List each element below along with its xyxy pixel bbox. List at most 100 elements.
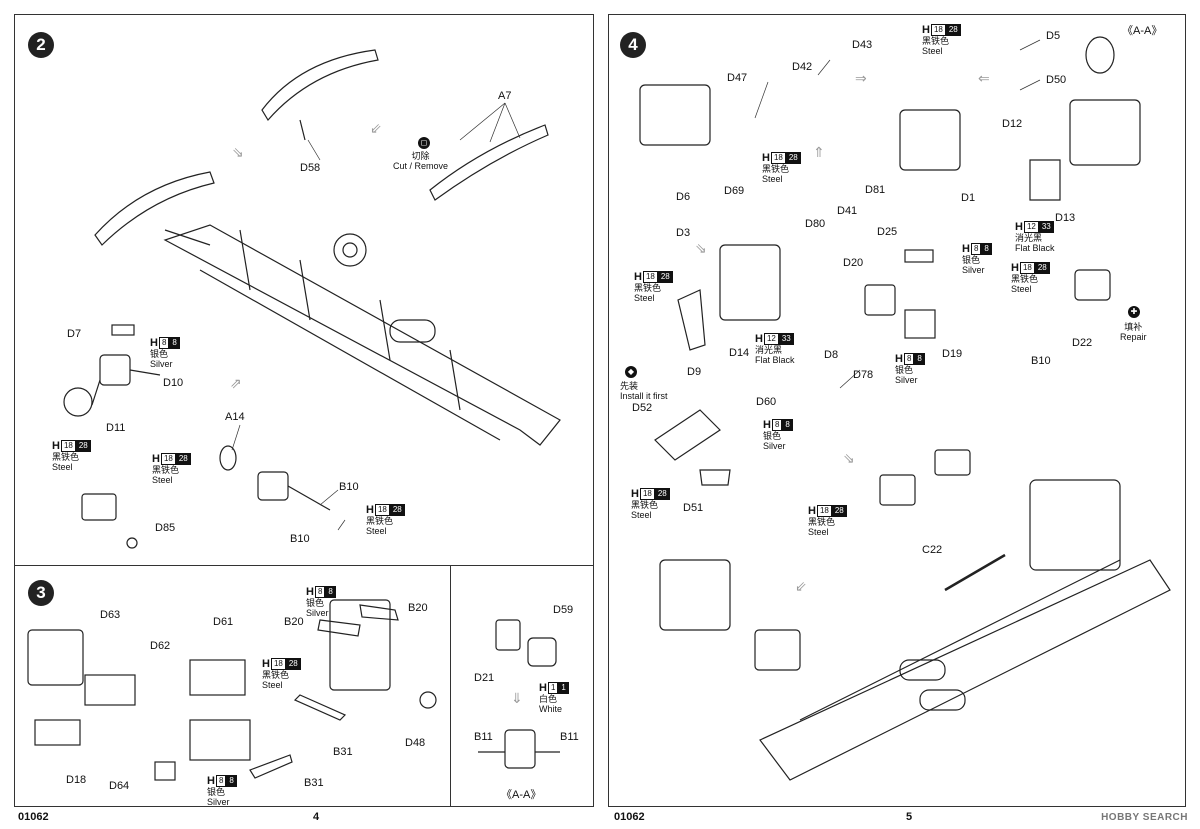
- part-label: D62: [150, 640, 171, 652]
- right-page: [608, 14, 1186, 807]
- d25-part: [904, 249, 934, 263]
- part-label: D61: [213, 616, 234, 628]
- part-label: B31: [333, 746, 353, 758]
- part-label: D78: [853, 369, 874, 381]
- step-divider: [14, 565, 594, 566]
- part-label: D9: [687, 366, 702, 378]
- move-arrow-icon: ⇓: [511, 690, 523, 706]
- part-label: D80: [805, 218, 826, 230]
- part-label: D51: [683, 502, 704, 514]
- move-arrow-icon: ⇒: [855, 70, 867, 86]
- repair-note: 填补 Repair: [1120, 322, 1147, 342]
- bumper-part: [429, 124, 549, 201]
- part-label: D42: [792, 61, 813, 73]
- engine-assembly: [1069, 99, 1141, 166]
- step-3-badge: 3: [28, 580, 54, 606]
- d19-part: [904, 309, 936, 339]
- part-label: D64: [109, 780, 130, 792]
- step-4-badge: 4: [620, 32, 646, 58]
- d22-part: [1074, 269, 1111, 301]
- engine-assembly: [639, 84, 711, 146]
- part-label: D6: [676, 191, 691, 203]
- part-label: D58: [300, 162, 321, 174]
- part-label: D20: [843, 257, 864, 269]
- chassis-frame: [759, 559, 1171, 781]
- part-label: D69: [724, 185, 745, 197]
- section-part: [504, 729, 536, 769]
- part-label: A7: [498, 90, 512, 102]
- c22-driveshaft: [944, 553, 1006, 592]
- product-code: 01062: [614, 811, 645, 823]
- d63-part: [27, 629, 84, 686]
- part-label: B31: [304, 777, 324, 789]
- d7-part: [111, 324, 135, 336]
- part-label: D10: [163, 377, 184, 389]
- b20-part: [317, 619, 361, 637]
- section-title: 《A-A》: [1122, 25, 1163, 37]
- engine-part: [333, 233, 367, 267]
- page-number: 5: [906, 811, 913, 823]
- part-label: B20: [284, 616, 304, 628]
- part-label: D59: [553, 604, 574, 616]
- move-arrow-icon: ⇘: [843, 450, 855, 466]
- part-label: D85: [155, 522, 176, 534]
- move-arrow-icon: ⇙: [795, 578, 807, 594]
- intake-part: [189, 719, 251, 761]
- d51-part: [699, 469, 731, 486]
- part-label: D63: [100, 609, 121, 621]
- part-label: D12: [1002, 118, 1023, 130]
- move-arrow-icon: ⇙: [370, 120, 382, 136]
- part-label: D50: [1046, 74, 1067, 86]
- move-arrow-icon: ⇘: [695, 240, 707, 256]
- d64-part: [154, 761, 176, 781]
- section-label: 《A-A》: [501, 789, 542, 801]
- product-code: 01062: [18, 811, 49, 823]
- part-label: D52: [632, 402, 653, 414]
- part-label: D1: [961, 192, 976, 204]
- d52-part: [654, 409, 721, 461]
- part-label: A14: [225, 411, 245, 423]
- engine-transmission: [1029, 479, 1121, 571]
- b31-part: [293, 694, 347, 721]
- engine-assembly: [659, 559, 731, 631]
- part-label: D18: [66, 774, 87, 786]
- d59-part: [527, 637, 557, 667]
- part-label: D22: [1072, 337, 1093, 349]
- b31-part: [249, 754, 293, 779]
- d18-part: [34, 719, 81, 746]
- fuel-tank: [919, 689, 966, 711]
- a14-part: [219, 445, 237, 471]
- engine-assembly: [719, 244, 781, 321]
- d11-part: [63, 387, 93, 417]
- cut-icon: ◻: [418, 137, 430, 149]
- transfer-part: [879, 474, 916, 506]
- part-label: D5: [1046, 30, 1061, 42]
- repair-icon: ✚: [1128, 306, 1140, 318]
- part-label: D41: [837, 205, 858, 217]
- transfer-part: [934, 449, 971, 476]
- step-2-badge: 2: [28, 32, 54, 58]
- fuel-tank: [389, 319, 436, 343]
- part-label: D3: [676, 227, 691, 239]
- part-label: D13: [1055, 212, 1076, 224]
- move-arrow-icon: ⇘: [232, 144, 244, 160]
- d20-part: [864, 284, 896, 316]
- inset-divider: [450, 565, 451, 807]
- chassis-frame: [163, 224, 561, 446]
- part-label: D25: [877, 226, 898, 238]
- part-label: D8: [824, 349, 839, 361]
